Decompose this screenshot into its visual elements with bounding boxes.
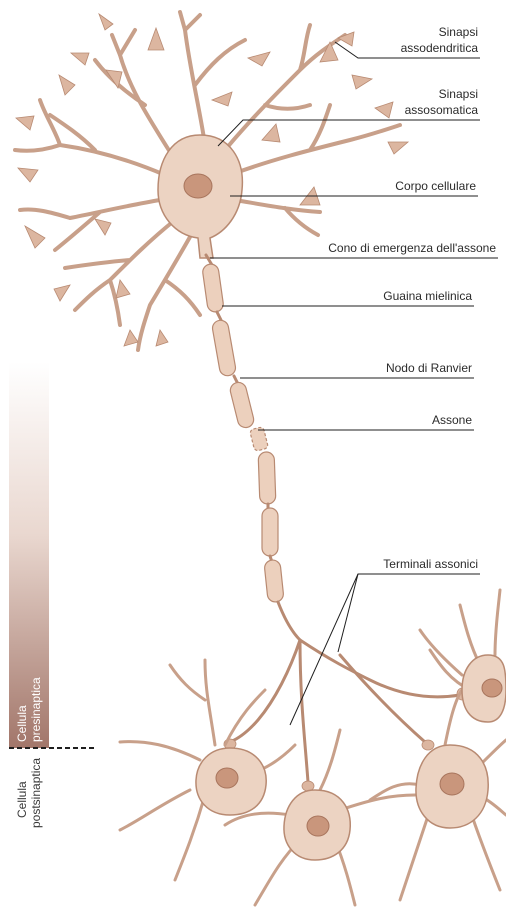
lower-cell-body-left	[196, 748, 266, 815]
label-corpo-cellulare: Corpo cellulare	[395, 179, 476, 193]
postsynaptic-label-line2: postsinaptica	[29, 758, 43, 828]
myelin-segment	[262, 508, 278, 556]
label-sinapsi-assosomatica-1: Sinapsi	[439, 87, 478, 101]
annotation-labels: Sinapsi assodendritica Sinapsi assosomat…	[328, 25, 496, 571]
label-assone: Assone	[432, 413, 472, 427]
upper-nucleus	[184, 174, 212, 198]
label-terminali-assonici: Terminali assonici	[383, 557, 478, 571]
label-guaina-mielinica: Guaina mielinica	[383, 289, 472, 303]
label-nodo-ranvier: Nodo di Ranvier	[386, 361, 472, 375]
lower-cell-body-right	[416, 745, 488, 828]
label-sinapsi-assodendritica-1: Sinapsi	[439, 25, 478, 39]
leader-lines	[210, 42, 498, 725]
presynaptic-label-line1: Cellula	[15, 705, 29, 742]
upper-cell-body	[158, 135, 242, 258]
presynaptic-label-line2: presinaptica	[29, 677, 43, 742]
myelin-segment	[264, 559, 284, 602]
lower-cell-body-far-right	[462, 655, 506, 722]
myelin-segment	[211, 319, 236, 377]
myelin-segment	[229, 381, 256, 430]
label-sinapsi-assosomatica-2: assosomatica	[405, 103, 479, 117]
myelin-segment	[202, 263, 225, 313]
axon	[202, 255, 300, 640]
myelin-segment	[258, 452, 276, 505]
label-sinapsi-assodendritica-2: assodendritica	[401, 41, 479, 55]
label-cono-emergenza: Cono di emergenza dell'assone	[328, 241, 496, 255]
lower-cell-body-center	[284, 790, 350, 860]
postsynaptic-label-line1: Cellula	[15, 781, 29, 818]
